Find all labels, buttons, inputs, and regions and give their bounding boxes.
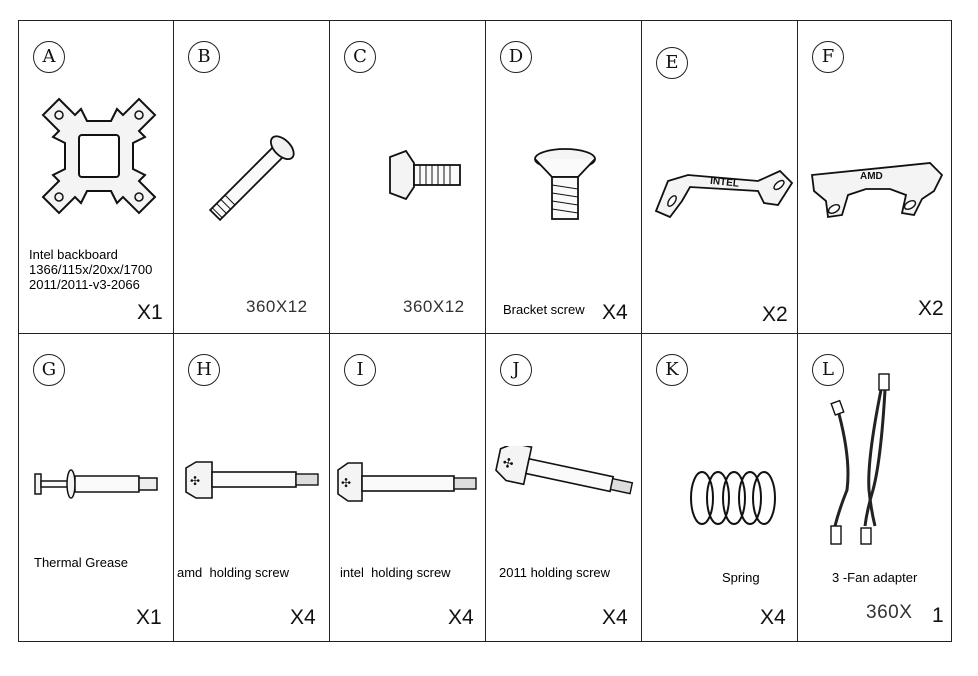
part-description: Intel backboard 1366/115x/20xx/1700 2011… <box>29 247 153 292</box>
part-letter: G <box>33 354 65 386</box>
part-quantity: X4 <box>290 606 316 629</box>
part-quantity: X4 <box>602 606 628 629</box>
bracket-label: AMD <box>860 171 883 182</box>
part-cell-d: D Bracket screw X4 <box>486 21 642 334</box>
part-description: Spring <box>722 570 760 585</box>
intel-bracket-icon: INTEL <box>654 169 794 219</box>
part-cell-c: C 360X12 <box>330 21 486 334</box>
part-letter: K <box>656 354 688 386</box>
long-screw-icon <box>208 135 295 222</box>
part-letter: E <box>656 47 688 79</box>
part-quantity: 1 <box>932 604 944 627</box>
part-cell-e: E INTEL X2 <box>642 21 798 334</box>
part-letter: C <box>344 41 376 73</box>
part-quantity: X4 <box>448 606 474 629</box>
part-code: 360X12 <box>246 297 308 316</box>
intel-backboard-icon <box>41 97 157 215</box>
part-letter: F <box>812 41 844 73</box>
hex-screw-icon: ✣ <box>185 461 319 499</box>
part-cell-f: F AMD X2 <box>798 21 951 334</box>
part-letter: A <box>33 41 65 73</box>
part-cell-h: H ✣ amd holding screw X4 <box>174 334 330 641</box>
part-quantity: X2 <box>762 303 788 326</box>
fan-adapter-cable-icon <box>830 373 890 545</box>
part-quantity: X4 <box>760 606 786 629</box>
bracket-label: INTEL <box>710 176 740 190</box>
part-description: amd holding screw <box>177 565 289 580</box>
part-cell-b: B 360X12 <box>174 21 330 334</box>
part-description: intel holding screw <box>340 565 451 580</box>
parts-list-table: A Intel backboard 1366/115x/20xx/1700 20… <box>18 20 952 642</box>
part-description: Bracket screw <box>503 302 585 317</box>
part-letter: H <box>188 354 220 386</box>
part-letter: L <box>812 354 844 386</box>
part-letter: D <box>500 41 532 73</box>
part-letter: B <box>188 41 220 73</box>
part-cell-k: K Spring X4 <box>642 334 798 641</box>
svg-text:✣: ✣ <box>190 474 200 488</box>
part-quantity: X4 <box>602 301 628 324</box>
part-description: 2011 holding screw <box>499 565 611 580</box>
part-cell-l: L 3 -Fan adapter 360X 1 <box>798 334 951 641</box>
thermal-grease-syringe-icon <box>34 469 158 499</box>
part-code: 360X12 <box>403 297 465 316</box>
part-code: 360X <box>866 602 913 623</box>
part-cell-g: G Thermal Grease X1 <box>19 334 174 641</box>
part-quantity: X1 <box>136 606 162 629</box>
svg-text:✣: ✣ <box>341 476 351 490</box>
hex-screw-icon: ✣ <box>495 446 634 495</box>
part-quantity: X1 <box>137 301 163 324</box>
part-quantity: X2 <box>918 297 944 320</box>
svg-text:✣: ✣ <box>501 456 515 473</box>
spring-icon <box>690 471 776 525</box>
part-letter: J <box>500 354 532 386</box>
part-letter: I <box>344 354 376 386</box>
part-cell-a: A Intel backboard 1366/115x/20xx/1700 20… <box>19 21 174 334</box>
short-screw-icon <box>389 149 461 201</box>
bracket-screw-icon <box>534 148 596 220</box>
amd-bracket-icon: AMD <box>810 162 944 219</box>
part-cell-i: I ✣ intel holding screw X4 <box>330 334 486 641</box>
part-description: Thermal Grease <box>34 555 128 570</box>
part-description: 3 -Fan adapter <box>832 570 918 585</box>
part-cell-j: J ✣ 2011 holding screw X4 <box>486 334 642 641</box>
hex-screw-icon: ✣ <box>337 462 477 502</box>
